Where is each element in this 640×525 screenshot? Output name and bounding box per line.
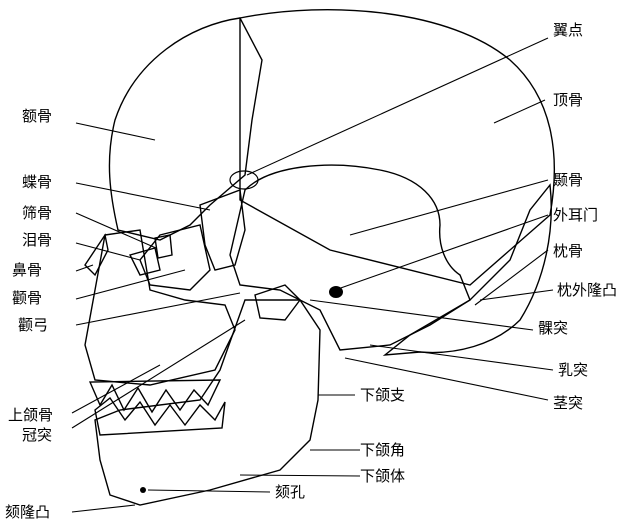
label-parietal: 顶骨 (553, 91, 583, 109)
label-mental-protuberance: 颏隆凸 (5, 503, 50, 521)
label-styloid: 茎突 (553, 394, 583, 412)
label-mastoid: 乳突 (558, 361, 588, 379)
lower-teeth (95, 398, 225, 435)
label-ext-acoustic: 外耳门 (553, 206, 598, 224)
upper-teeth (90, 380, 220, 412)
label-ethmoid: 筛骨 (22, 204, 52, 222)
label-zygomatic: 颧骨 (12, 289, 42, 307)
label-ramus: 下颌支 (360, 386, 405, 404)
mental-foramen (140, 487, 146, 493)
label-sphenoid: 蝶骨 (22, 173, 52, 191)
label-ext-occ-protuberance: 枕外隆凸 (557, 281, 617, 299)
label-lacrimal: 泪骨 (22, 231, 52, 249)
label-maxilla: 上颌骨 (8, 406, 53, 424)
label-frontal: 额骨 (22, 107, 52, 125)
maxilla-bone (85, 230, 235, 385)
label-zyg-arch: 颧弓 (18, 316, 48, 334)
label-occipital: 枕骨 (553, 242, 583, 260)
label-temporal: 颞骨 (553, 171, 583, 189)
label-pterion: 翼点 (553, 21, 583, 39)
label-body: 下颌体 (360, 467, 405, 485)
label-condylar: 髁突 (538, 319, 568, 337)
label-angle: 下颌角 (360, 441, 405, 459)
label-mental-foramen: 颏孔 (275, 483, 305, 501)
pterion-marker (230, 171, 258, 189)
frontal-bone (109, 18, 262, 240)
temporal-bone (230, 165, 470, 350)
parietal-bone (240, 10, 554, 285)
label-coronoid: 冠突 (22, 426, 52, 444)
zygomatic-bone (140, 225, 210, 290)
label-nasal: 鼻骨 (12, 261, 42, 279)
